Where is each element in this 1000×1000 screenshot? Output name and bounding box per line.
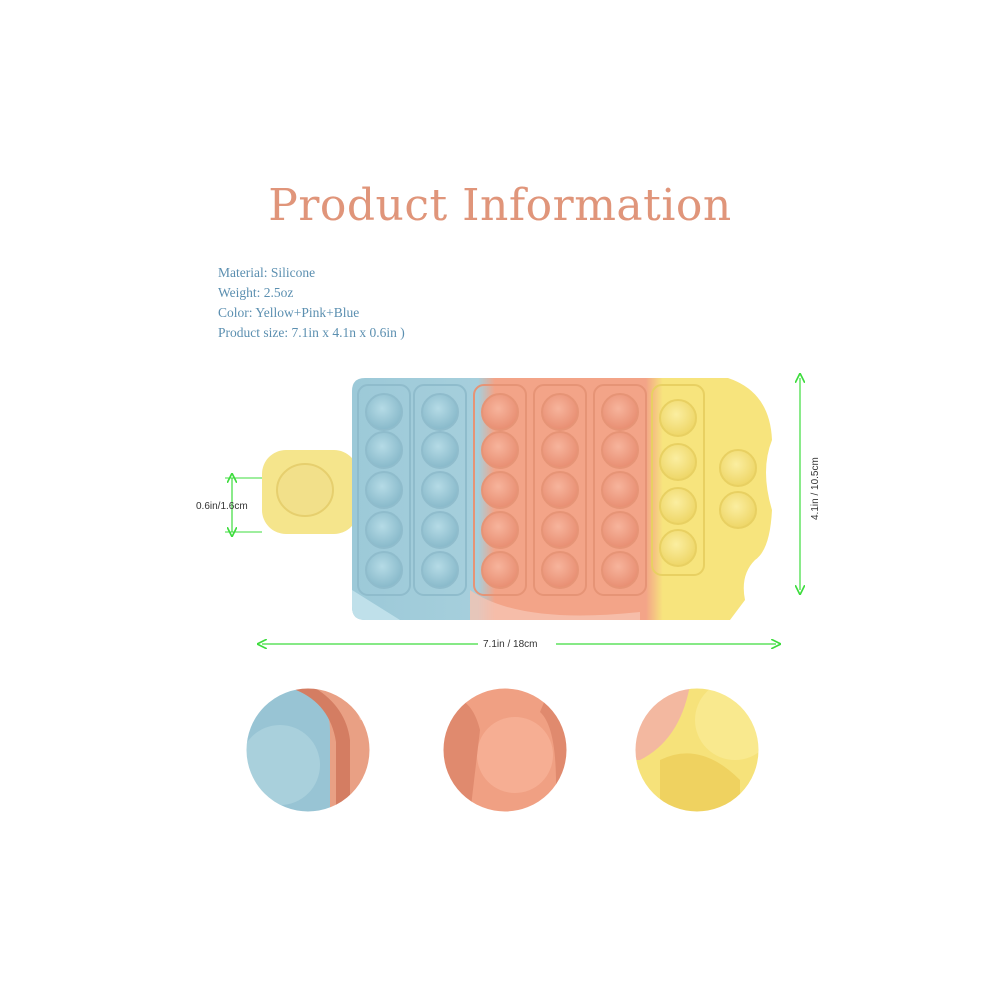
bubble-column — [651, 384, 705, 576]
popsicle-stick — [262, 450, 358, 534]
bubble-column — [413, 384, 467, 596]
pop-bubble[interactable] — [541, 511, 579, 549]
pop-bubble[interactable] — [481, 551, 519, 589]
spec-weight: Weight: 2.5oz — [218, 285, 294, 300]
blue-detail-image — [246, 688, 370, 812]
height-dimension: 4.1in / 10.5cm — [800, 378, 821, 590]
pop-bubble[interactable] — [541, 551, 579, 589]
bubble-column — [473, 384, 527, 596]
pop-bubble[interactable] — [659, 443, 697, 481]
spec-material: Material: Silicone — [218, 265, 316, 280]
pop-bubble[interactable] — [601, 393, 639, 431]
width-dimension: 7.1in / 18cm — [262, 636, 776, 650]
bubble-column — [533, 384, 587, 596]
pop-bubble[interactable] — [421, 393, 459, 431]
spec-color: Color: Yellow+Pink+Blue — [218, 305, 360, 320]
pop-bubble[interactable] — [481, 431, 519, 469]
pop-bubble[interactable] — [365, 511, 403, 549]
pop-bubble[interactable] — [481, 511, 519, 549]
pop-bubble[interactable] — [421, 551, 459, 589]
pop-bubble[interactable] — [719, 491, 757, 529]
pop-bubble[interactable] — [481, 471, 519, 509]
pink-detail-image — [443, 688, 567, 812]
pop-bubble[interactable] — [365, 471, 403, 509]
spec-size: Product size: 7.1in x 4.1n x 0.6in ) — [218, 325, 405, 340]
pop-bubble[interactable] — [421, 511, 459, 549]
pop-bubble[interactable] — [601, 511, 639, 549]
pop-bubble[interactable] — [541, 471, 579, 509]
pop-bubble[interactable] — [541, 393, 579, 431]
pop-bubble[interactable] — [421, 431, 459, 469]
thickness-dimension: 0.6in/1.6cm — [196, 478, 262, 532]
height-label: 4.1in / 10.5cm — [810, 457, 821, 520]
pop-bubble[interactable] — [601, 431, 639, 469]
pop-bubble[interactable] — [421, 471, 459, 509]
pop-bubble[interactable] — [601, 471, 639, 509]
bubble-grid — [357, 384, 757, 596]
width-label: 7.1in / 18cm — [483, 639, 537, 650]
page-title: Product Information — [268, 180, 732, 231]
bubble-column — [357, 384, 411, 596]
pop-bubble[interactable] — [541, 431, 579, 469]
pop-bubble[interactable] — [601, 551, 639, 589]
pop-bubble[interactable] — [659, 529, 697, 567]
yellow-detail-image — [635, 688, 759, 812]
pop-bubble[interactable] — [365, 551, 403, 589]
spec-list: Material: Silicone Weight: 2.5oz Color: … — [218, 263, 405, 343]
pop-bubble[interactable] — [365, 431, 403, 469]
pop-bubble[interactable] — [365, 393, 403, 431]
thickness-label: 0.6in/1.6cm — [196, 501, 248, 512]
pop-bubble[interactable] — [659, 399, 697, 437]
pop-bubble[interactable] — [481, 393, 519, 431]
pop-bubble[interactable] — [659, 487, 697, 525]
bubble-column — [593, 384, 647, 596]
pop-bubble[interactable] — [719, 449, 757, 487]
